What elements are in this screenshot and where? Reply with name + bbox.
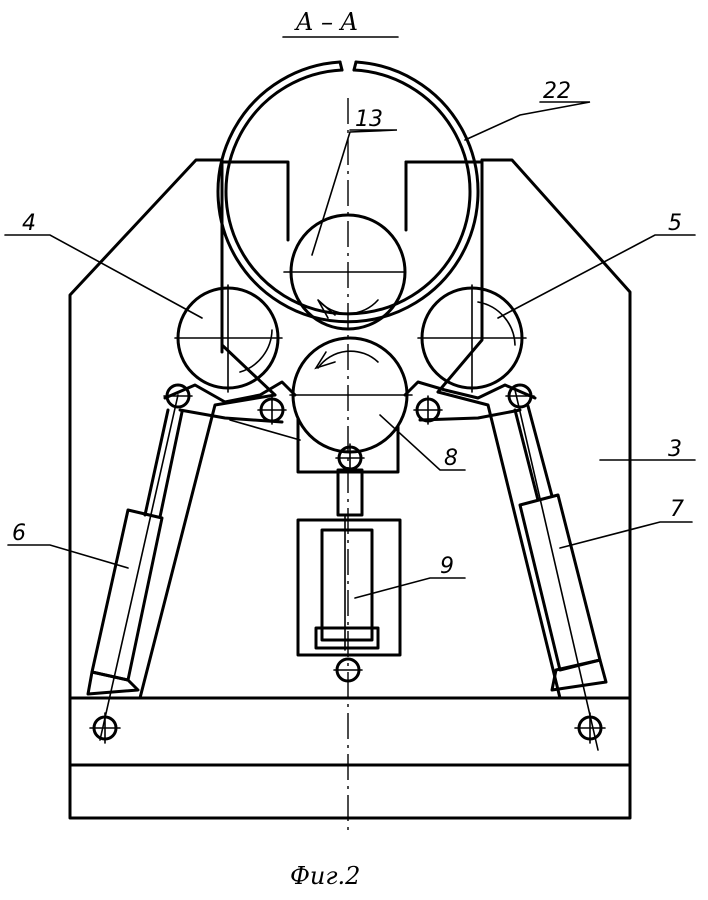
leader-lines [4,101,696,599]
label-22: 22 [543,79,571,104]
label-3: 3 [668,437,682,462]
label-13: 13 [355,107,383,132]
label-5: 5 [668,211,682,236]
cylinder-6 [86,383,193,744]
part-labels: 22 13 4 5 3 8 6 7 9 [12,79,684,579]
label-4: 4 [22,211,36,236]
cylinder-7 [505,383,608,751]
label-6: 6 [12,521,26,546]
roller-4 [174,284,283,393]
upper-guide [220,160,484,242]
frame-housing [68,158,632,820]
cylinder-9 [296,468,402,683]
base-plate [68,696,632,820]
label-9: 9 [440,554,454,579]
figure-caption: Фиг.2 [290,862,360,890]
label-7: 7 [670,497,684,522]
roller-8-assembly [289,336,413,474]
roller-5 [417,284,527,393]
label-8: 8 [444,446,458,471]
section-title: A – A [294,8,358,36]
levers [163,380,537,441]
